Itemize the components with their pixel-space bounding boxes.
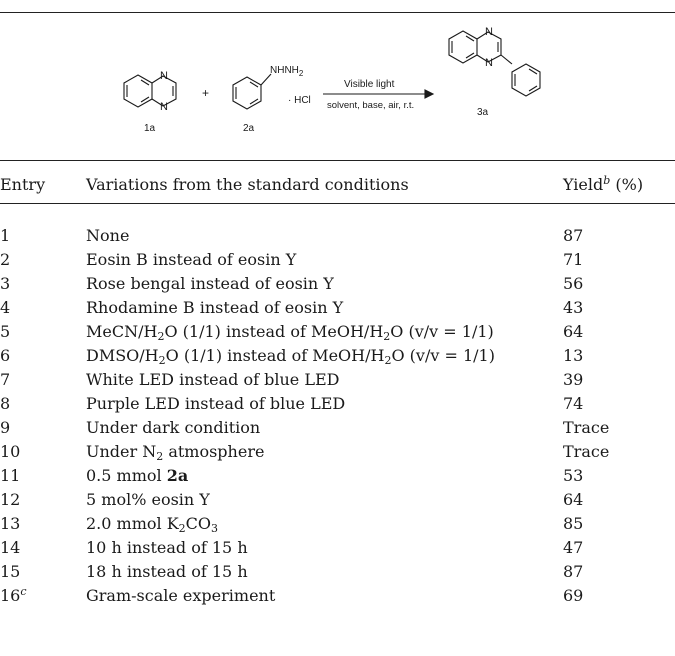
hcl-label: · HCl xyxy=(288,95,311,106)
yield-cell: 43 xyxy=(563,298,584,317)
entry-cell: 3 xyxy=(0,274,11,293)
header-entry: Entry xyxy=(0,175,46,194)
variation-cell: Under N2 atmosphere xyxy=(86,442,265,463)
arrow-top-text: Visible light xyxy=(344,79,395,90)
plus-sign: + xyxy=(202,86,209,100)
yield-cell: 56 xyxy=(563,274,584,293)
table-row: 13 2.0 mmol K2CO3 85 xyxy=(0,514,675,536)
yield-cell: Trace xyxy=(563,418,610,437)
quinoxaline-benzo-ring xyxy=(123,74,153,108)
variation-cell: MeCN/H2O (1/1) instead of MeOH/H2O (v/v … xyxy=(86,322,494,343)
header-yield: Yieldb (%) xyxy=(563,174,644,194)
entry-cell: 5 xyxy=(0,322,11,341)
yield-cell: 87 xyxy=(563,562,584,581)
yield-cell: 39 xyxy=(563,370,584,389)
table-row: 6 DMSO/H2O (1/1) instead of MeOH/H2O (v/v… xyxy=(0,346,675,368)
reaction-scheme: N N 1a + NHNH2 · HCl 2a Visible light so… xyxy=(123,26,541,134)
variation-cell: Under dark condition xyxy=(86,418,261,437)
entry-cell: 16c xyxy=(0,585,27,605)
atom-n-3a-top: N xyxy=(485,26,493,38)
table-row: 7 White LED instead of blue LED 39 xyxy=(0,370,675,392)
entry-cell: 4 xyxy=(0,298,11,317)
product-benzo-ring xyxy=(448,30,478,64)
label-3a: 3a xyxy=(477,107,489,118)
variation-cell: 18 h instead of 15 h xyxy=(86,562,248,581)
table-row: 14 10 h instead of 15 h 47 xyxy=(0,538,675,560)
yield-cell: 85 xyxy=(563,514,584,533)
table-row: 15 18 h instead of 15 h 87 xyxy=(0,562,675,584)
variation-cell: White LED instead of blue LED xyxy=(86,370,340,389)
table-row: 16c Gram-scale experiment 69 xyxy=(0,586,675,608)
entry-cell: 10 xyxy=(0,442,21,461)
atom-n-1a-bottom: N xyxy=(160,101,168,113)
table-row: 4 Rhodamine B instead of eosin Y 43 xyxy=(0,298,675,320)
yield-cell: 87 xyxy=(563,226,584,245)
entry-cell: 6 xyxy=(0,346,11,365)
entry-cell: 9 xyxy=(0,418,11,437)
yield-cell: 74 xyxy=(563,394,584,413)
entry-cell: 1 xyxy=(0,226,11,245)
variation-cell: Eosin B instead of eosin Y xyxy=(86,250,297,269)
variation-cell: DMSO/H2O (1/1) instead of MeOH/H2O (v/v … xyxy=(86,346,495,367)
label-2a: 2a xyxy=(243,123,255,134)
variation-cell: 0.5 mmol 2a xyxy=(86,466,189,485)
variation-cell: Purple LED instead of blue LED xyxy=(86,394,346,413)
table-row: 8 Purple LED instead of blue LED 74 xyxy=(0,394,675,416)
yield-cell: 47 xyxy=(563,538,584,557)
atom-n-1a-top: N xyxy=(160,70,168,82)
entry-cell: 2 xyxy=(0,250,11,269)
table-row: 1 None 87 xyxy=(0,226,675,248)
table-row: 2 Eosin B instead of eosin Y 71 xyxy=(0,250,675,272)
table-row: 11 0.5 mmol 2a 53 xyxy=(0,466,675,488)
variation-cell: Rhodamine B instead of eosin Y xyxy=(86,298,344,317)
variation-cell: 2.0 mmol K2CO3 xyxy=(86,514,219,535)
product-pyrazine-ring xyxy=(476,31,502,63)
entry-cell: 7 xyxy=(0,370,11,389)
hydrazine-group: NHNH2 xyxy=(270,65,304,78)
variation-cell: None xyxy=(86,226,130,245)
top-rule xyxy=(0,12,675,13)
variation-cell: Rose bengal instead of eosin Y xyxy=(86,274,334,293)
variation-cell: Gram-scale experiment xyxy=(86,586,276,605)
yield-cell: 71 xyxy=(563,250,584,269)
phenyl-ring-2a xyxy=(232,76,262,110)
yield-cell: 69 xyxy=(563,586,584,605)
yield-cell: 64 xyxy=(563,322,584,341)
header-bottom-rule xyxy=(0,203,675,204)
entry-cell: 8 xyxy=(0,394,11,413)
yield-cell: 64 xyxy=(563,490,584,509)
header-top-rule xyxy=(0,160,675,161)
yield-cell: 53 xyxy=(563,466,584,485)
quinoxaline-pyrazine-ring xyxy=(151,75,177,107)
yield-cell: Trace xyxy=(563,442,610,461)
table-row: 12 5 mol% eosin Y 64 xyxy=(0,490,675,512)
entry-cell: 12 xyxy=(0,490,21,509)
entry-cell: 15 xyxy=(0,562,21,581)
variation-cell: 5 mol% eosin Y xyxy=(86,490,210,509)
table-row: 9 Under dark condition Trace xyxy=(0,418,675,440)
entry-cell: 13 xyxy=(0,514,21,533)
table-row: 5 MeCN/H2O (1/1) instead of MeOH/H2O (v/v… xyxy=(0,322,675,344)
product-phenyl-ring xyxy=(511,63,541,97)
atom-n-3a-bottom: N xyxy=(485,57,493,69)
arrow-bottom-text: solvent, base, air, r.t. xyxy=(327,100,414,111)
yield-cell: 13 xyxy=(563,346,584,365)
label-1a: 1a xyxy=(144,123,156,134)
table-row: 3 Rose bengal instead of eosin Y 56 xyxy=(0,274,675,296)
entry-cell: 11 xyxy=(0,466,21,485)
table-row: 10 Under N2 atmosphere Trace xyxy=(0,442,675,464)
entry-cell: 14 xyxy=(0,538,21,557)
variation-cell: 10 h instead of 15 h xyxy=(86,538,248,557)
header-variations: Variations from the standard conditions xyxy=(86,175,409,194)
